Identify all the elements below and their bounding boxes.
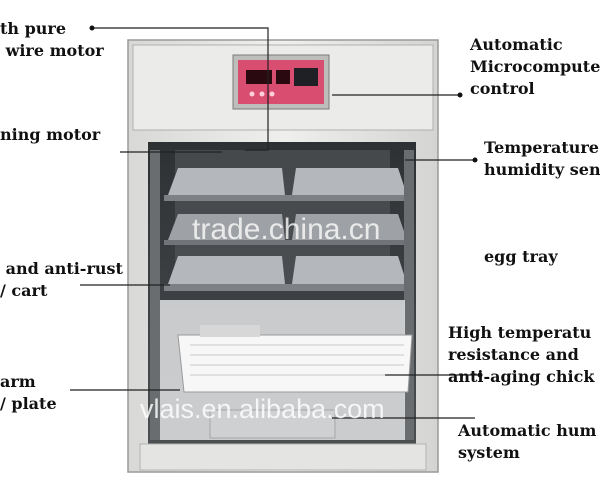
- display-left: [246, 70, 272, 84]
- label-microcomputer: Automatic Microcompute control: [470, 35, 600, 98]
- label-motor-wire: th pure wire motor: [0, 19, 104, 60]
- label-warm-plate: arm / plate: [0, 372, 57, 413]
- watermark-alibaba: vlais.en.alibaba.com: [140, 394, 385, 424]
- egg-tray-1: [164, 168, 410, 201]
- label-high-temp-chick: High temperatu resistance and anti-aging…: [448, 323, 595, 386]
- egg-tray-3: [164, 256, 410, 291]
- hatching-basket: [177, 325, 413, 393]
- display-right: [294, 68, 318, 86]
- display-mid: [276, 70, 290, 84]
- label-turning-motor: ning motor: [0, 125, 101, 144]
- label-egg-tray: egg tray: [484, 247, 558, 266]
- water-tray: [209, 409, 336, 439]
- label-humidity-system: Automatic hum system: [458, 421, 597, 462]
- label-anti-rust-cart: and anti-rust / cart: [0, 259, 123, 300]
- leader-motor-wire: [92, 27, 269, 151]
- egg-tray-2: [164, 214, 410, 245]
- watermark-trade-china: trade.china.cn: [192, 213, 381, 246]
- label-temperature-humidity: Temperature humidity sen: [484, 138, 600, 179]
